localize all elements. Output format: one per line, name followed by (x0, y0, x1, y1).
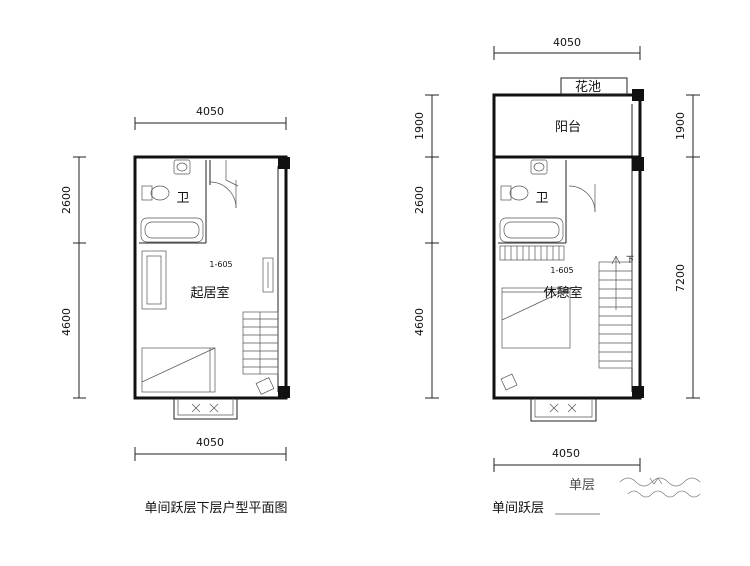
left-top-width-label: 4050 (196, 105, 224, 118)
left-walls (133, 155, 290, 400)
right-right-top-label: 1900 (674, 112, 687, 140)
left-unit-code: 1-605 (209, 260, 232, 269)
right-left-upper-label: 2600 (413, 186, 426, 214)
right-bath-fixtures: 卫 (499, 159, 564, 243)
left-lower-depth-label: 4600 (60, 308, 73, 336)
right-stairs: 下 (598, 255, 634, 369)
right-wardrobe (499, 245, 565, 261)
right-column-top (632, 89, 644, 101)
right-bottom-dimension: 4050 (493, 447, 641, 472)
right-bedroom-furniture: 1-605 休憩室 (500, 266, 583, 391)
right-bottom-width-label: 4050 (552, 447, 580, 460)
right-column-bottom (632, 386, 644, 398)
left-side-dimension: 2600 4600 (60, 156, 86, 399)
right-planter: 花池 (560, 77, 628, 96)
left-column-top (278, 157, 290, 169)
left-top-dimension: 4050 (134, 105, 287, 130)
left-bay-window (173, 398, 238, 420)
left-upper-depth-label: 2600 (60, 186, 73, 214)
watermark-overlay: 单层 (569, 477, 701, 498)
left-column-bottom (278, 386, 290, 398)
left-plan-caption: 单间跃层下层户型平面图 (144, 500, 287, 516)
right-left-top-label: 1900 (413, 112, 426, 140)
right-balcony-label: 阳台 (555, 120, 581, 135)
right-right-dimension: 1900 7200 (674, 94, 700, 399)
right-planter-label: 花池 (575, 79, 601, 95)
right-left-lower-label: 4600 (413, 308, 426, 336)
left-living-label: 起居室 (190, 285, 229, 301)
left-living-furniture: 1-605 起居室 (141, 250, 279, 395)
right-bath-label: 卫 (535, 191, 548, 206)
right-unit-code: 1-605 (550, 266, 573, 275)
right-stair-mark: 下 (626, 255, 634, 264)
left-bath-fixtures: 卫 (140, 159, 204, 243)
right-top-dimension: 4050 (493, 36, 641, 60)
left-bottom-width-label: 4050 (196, 436, 224, 449)
right-plan-caption: 单间跃层 (492, 501, 544, 516)
right-top-width-label: 4050 (553, 36, 581, 49)
right-bedroom-label: 休憩室 (543, 285, 582, 301)
right-right-lower-label: 7200 (674, 264, 687, 292)
left-bath-label: 卫 (176, 191, 189, 206)
right-left-dimension: 1900 2600 4600 (413, 94, 439, 399)
left-plan: 4050 2600 4600 (60, 105, 290, 516)
right-bay-window (530, 398, 597, 422)
left-bottom-dimension: 4050 (134, 436, 287, 461)
overlay-fragment-text: 单层 (569, 478, 595, 493)
right-column-mid (632, 157, 644, 171)
right-plan: 4050 1900 2600 4600 1900 7200 (413, 36, 700, 516)
